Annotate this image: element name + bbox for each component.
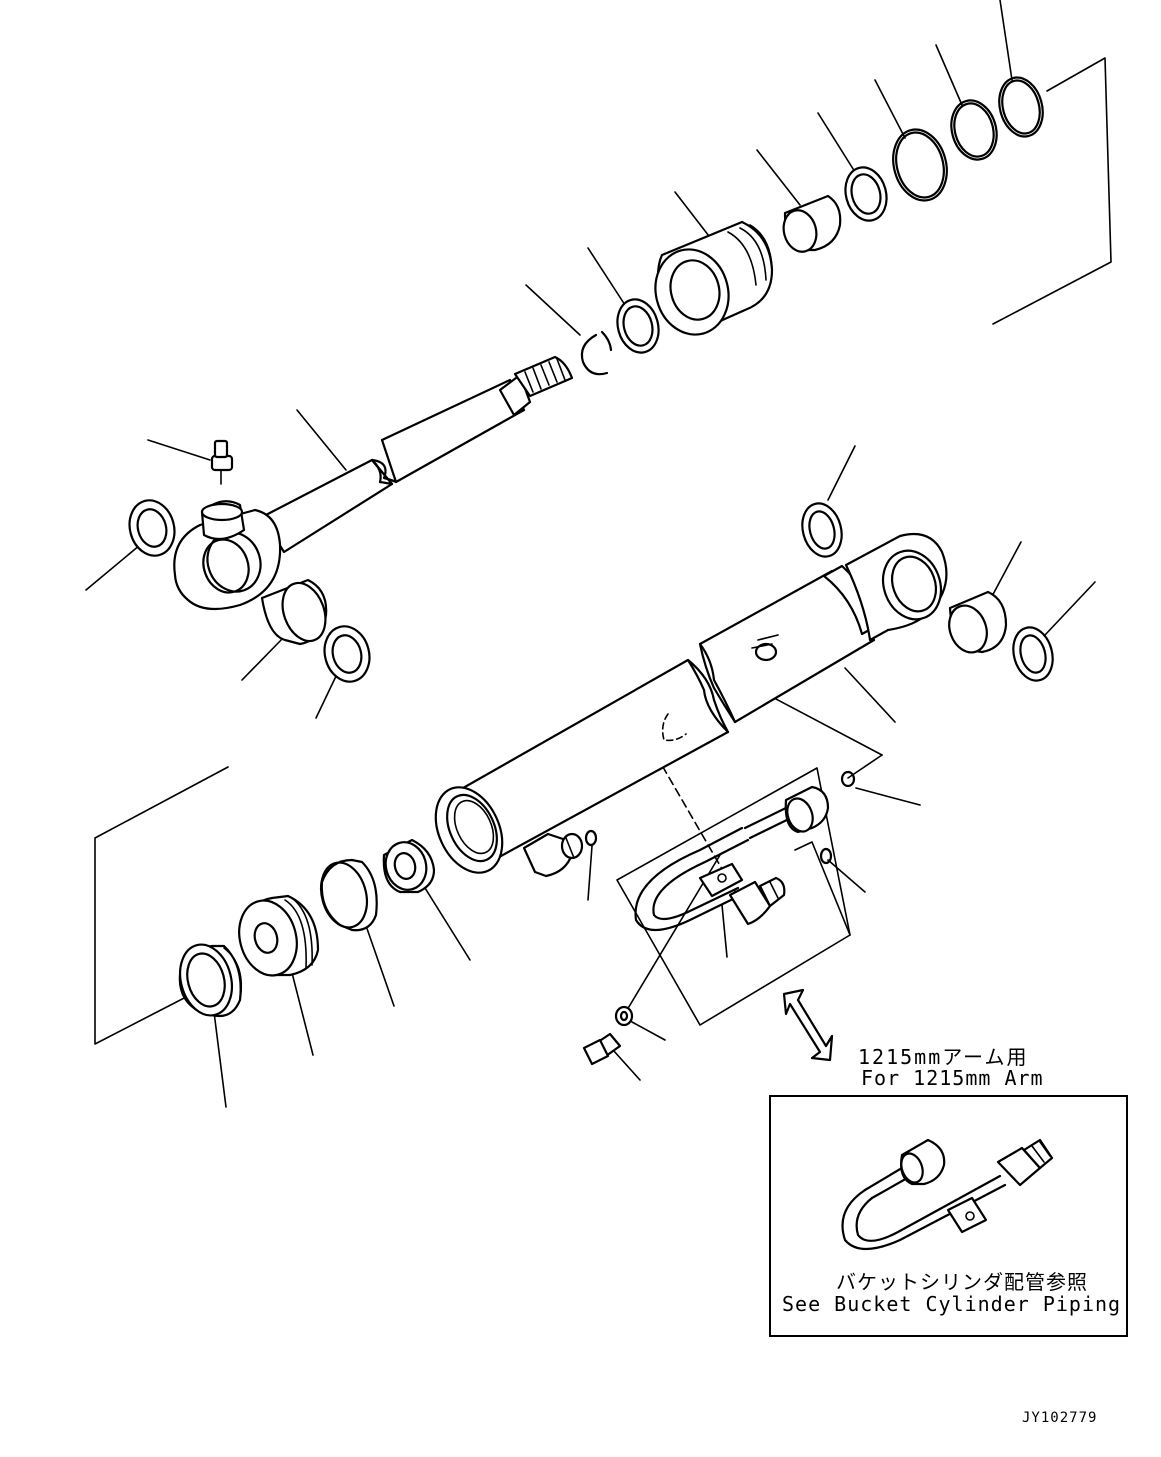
double-arrow-icon bbox=[782, 988, 834, 1062]
piston-nut bbox=[382, 838, 436, 894]
clevis-dust-seal-left bbox=[801, 502, 843, 558]
rod-eye-dust-seal-right bbox=[323, 625, 371, 683]
backup-ring bbox=[950, 99, 998, 161]
assembly-frame bbox=[94, 57, 1112, 1045]
grease-fitting bbox=[210, 439, 234, 485]
snap-ring bbox=[580, 330, 613, 376]
leader-lines bbox=[85, 0, 1096, 1108]
see-note-en: See Bucket Cylinder Piping bbox=[782, 1292, 1122, 1316]
wear-ring bbox=[319, 858, 378, 932]
arm-note-en: For 1215mm Arm bbox=[861, 1066, 1044, 1090]
mounting-bolt bbox=[582, 1032, 622, 1066]
rod-packing bbox=[844, 166, 888, 222]
washer bbox=[614, 1005, 634, 1027]
arm-note-jp: 1215mmアーム用 bbox=[858, 1045, 1029, 1069]
clevis-dust-seal-right bbox=[1012, 626, 1054, 682]
pipe-assembly bbox=[634, 785, 830, 931]
piston bbox=[238, 894, 320, 977]
cylinder-tube-assembly bbox=[178, 502, 1054, 1018]
piston-ring bbox=[178, 943, 243, 1018]
piston-rod-assembly bbox=[128, 76, 1044, 683]
o-ring bbox=[998, 76, 1044, 138]
rear-bushing bbox=[948, 590, 1008, 654]
drawing-number: JY102779 bbox=[1022, 1410, 1098, 1426]
pipe-o-ring-upper bbox=[840, 770, 856, 788]
rod-eye-dust-seal-left bbox=[128, 499, 176, 557]
port-o-ring bbox=[584, 829, 598, 847]
retainer-ring bbox=[616, 298, 660, 354]
bucket-piping-inset bbox=[769, 1095, 1128, 1337]
head-bushing bbox=[782, 194, 842, 253]
cylinder-head bbox=[654, 220, 774, 336]
rod-eye-bushing bbox=[260, 578, 328, 646]
see-note-jp: バケットシリンダ配管参照 bbox=[836, 1270, 1088, 1294]
buffer-ring bbox=[892, 128, 948, 202]
rear-tube-port bbox=[751, 634, 779, 662]
pipe-o-ring-lower bbox=[819, 847, 833, 865]
tube-port bbox=[522, 832, 584, 878]
